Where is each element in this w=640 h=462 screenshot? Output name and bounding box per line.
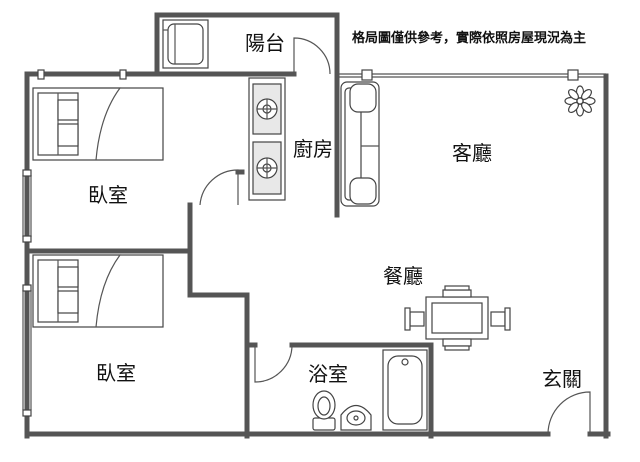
windows — [22, 69, 579, 417]
room-label-dining-room: 餐廳 — [383, 264, 423, 288]
stove-icon — [248, 77, 286, 201]
walls — [24, 12, 611, 439]
bathtub-icon — [382, 349, 428, 431]
dining-table-icon — [404, 285, 511, 351]
washing-machine-icon — [162, 19, 209, 69]
room-label-balcony: 陽台 — [245, 31, 285, 55]
sink-icon — [340, 404, 372, 431]
room-label-living-room: 客廳 — [452, 141, 492, 165]
bed-1-icon — [32, 87, 164, 161]
plant-icon — [564, 85, 596, 117]
disclaimer-note: 格局圖僅供參考，實際依照房屋現況為主 — [352, 30, 586, 46]
room-label-entrance: 玄關 — [542, 367, 582, 391]
doors — [199, 37, 591, 435]
sofa-icon — [340, 81, 380, 207]
room-label-bedroom-1: 臥室 — [88, 183, 128, 207]
bed-2-icon — [32, 254, 164, 328]
room-label-bathroom: 浴室 — [308, 362, 348, 386]
room-label-bedroom-2: 臥室 — [96, 361, 136, 385]
toilet-icon — [312, 390, 336, 431]
room-label-kitchen: 廚房 — [293, 137, 333, 161]
